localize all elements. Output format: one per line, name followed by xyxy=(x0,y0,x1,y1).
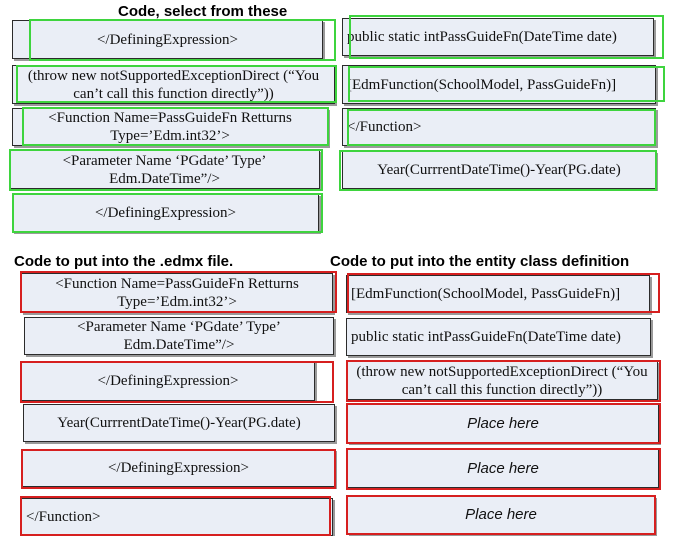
choice-tile[interactable]: </Function> xyxy=(342,108,656,146)
edmx-answer-slot[interactable]: </DefiningExpression> xyxy=(21,361,315,401)
entity-drop-slot[interactable]: Place here xyxy=(347,496,655,534)
edmx-answer-slot[interactable]: </Function> xyxy=(21,498,333,536)
choice-tile[interactable]: <Parameter Name ‘PGdate’ Type’ Edm.DateT… xyxy=(9,150,320,189)
choice-tile[interactable]: public static intPassGuideFn(DateTime da… xyxy=(342,18,654,56)
entity-drop-slot[interactable]: Place here xyxy=(347,449,659,488)
choice-tile[interactable]: [EdmFunction(SchoolModel, PassGuideFn)] xyxy=(342,65,656,104)
entity-drop-slot[interactable]: Place here xyxy=(347,404,659,443)
choice-tile[interactable]: </DefiningExpression> xyxy=(12,20,323,59)
choice-tile[interactable]: (throw new notSupportedExceptionDirect (… xyxy=(12,65,335,104)
entity-heading: Code to put into the entity class defini… xyxy=(330,253,630,270)
edmx-answer-slot[interactable]: <Function Name=PassGuideFn Retturns Type… xyxy=(21,273,333,313)
entity-answer-slot[interactable]: (throw new notSupportedExceptionDirect (… xyxy=(346,361,658,400)
choices-heading: Code, select from these xyxy=(118,3,288,20)
edmx-answer-slot[interactable]: Year(CurrrentDateTime()-Year(PG.date) xyxy=(23,404,335,442)
choice-tile[interactable]: </DefiningExpression> xyxy=(12,194,319,232)
choice-tile[interactable]: <Function Name=PassGuideFn Retturns Type… xyxy=(12,108,328,146)
edmx-heading: Code to put into the .edmx file. xyxy=(14,253,234,270)
entity-answer-slot[interactable]: [EdmFunction(SchoolModel, PassGuideFn)] xyxy=(346,275,650,313)
edmx-answer-slot[interactable]: <Parameter Name ‘PGdate’ Type’ Edm.DateT… xyxy=(24,317,334,355)
choice-tile[interactable]: Year(CurrrentDateTime()-Year(PG.date) xyxy=(342,151,656,189)
edmx-answer-slot[interactable]: </DefiningExpression> xyxy=(22,449,335,487)
entity-answer-slot[interactable]: public static intPassGuideFn(DateTime da… xyxy=(346,318,651,356)
